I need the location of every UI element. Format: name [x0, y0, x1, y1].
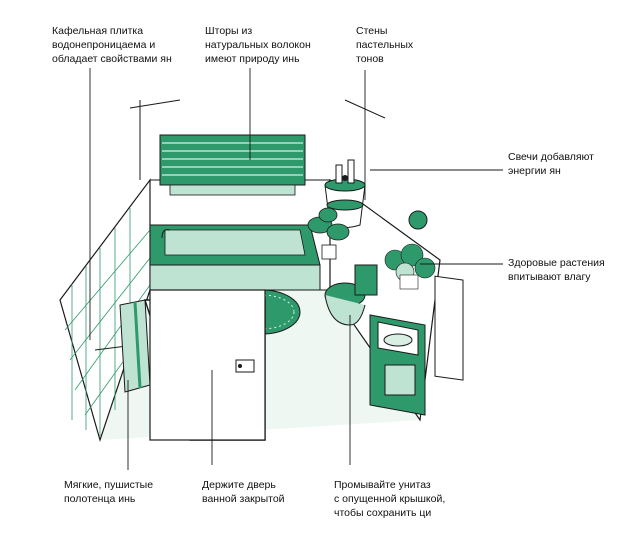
label-tiles: Кафельная плитка водонепроницаема и обла…: [52, 24, 172, 66]
label-door: Держите дверь ванной закрытой: [202, 478, 285, 506]
candle: [336, 165, 342, 183]
bathtub: [150, 225, 320, 290]
mirror: [435, 276, 463, 380]
label-towels: Мягкие, пушистые полотенца инь: [64, 478, 153, 506]
window-blinds: [160, 135, 305, 195]
label-candles: Свечи добавляют энергии ян: [508, 150, 594, 178]
frame-top: [130, 100, 180, 108]
label-toilet: Промывайте унитаз с опущенной крышкой, ч…: [334, 478, 445, 520]
candle: [348, 160, 354, 183]
label-curtains: Шторы из натуральных волокон имеют приро…: [205, 24, 311, 66]
bathroom-door: [145, 290, 265, 440]
label-plants: Здоровые растения впитывают влагу: [508, 256, 605, 284]
vanity-sink: [370, 315, 425, 415]
wall-lamp: [409, 211, 427, 229]
label-walls: Стены пастельных тонов: [356, 24, 413, 66]
